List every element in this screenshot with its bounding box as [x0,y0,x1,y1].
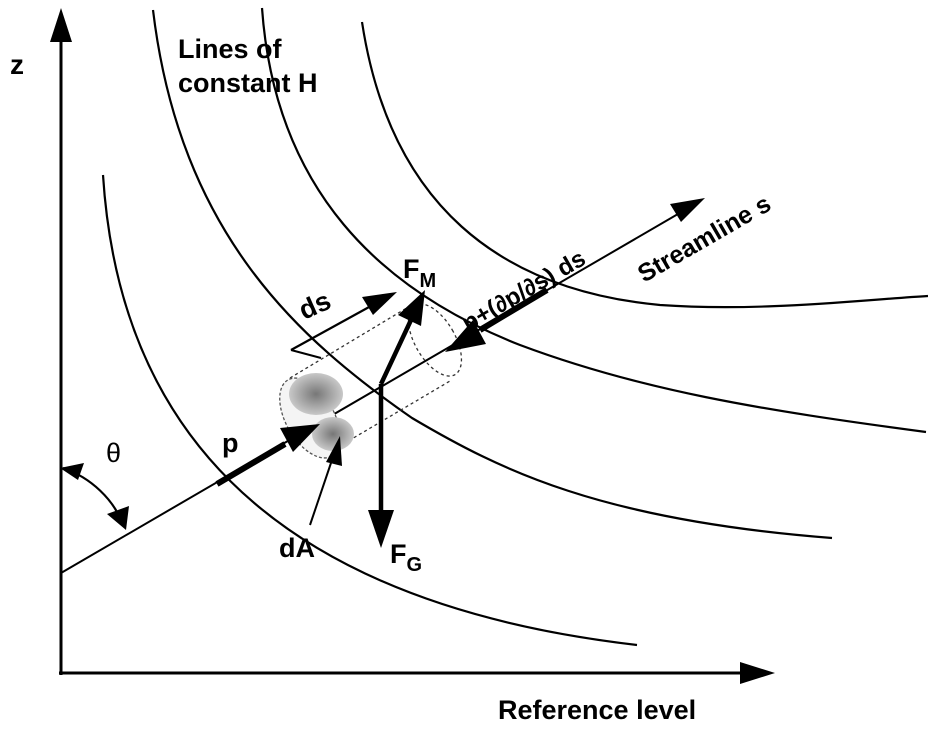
da-pointer-line [309,456,334,526]
da-pointer-arrowhead [326,436,342,466]
fg-arrowhead [368,510,394,548]
streamline-line [60,206,691,574]
ds-dimension: ds [290,285,397,359]
fm-label: FM [403,254,436,292]
pressure-dp-label: p+(∂p/∂s) ds [458,245,591,337]
z-axis-label: z [10,49,24,80]
constant-h-curve-3 [260,7,927,434]
reference-level-arrowhead [740,662,775,684]
pressure-p-arrowhead [280,424,320,452]
fg-label-subscript: G [407,554,423,576]
fg-label-main: F [390,539,407,569]
z-axis-arrowhead [50,8,72,42]
constant-h-label-line1: Lines of [178,34,283,64]
area-shading-lower [312,417,354,451]
pressure-dp-arrowhead [445,320,486,352]
pressure-p-arrow-shaft [215,441,287,487]
pressure-p-label: p [222,428,239,458]
ds-arrowhead [362,292,397,315]
streamline-label: Streamline s [633,190,776,289]
constant-h-curve-4 [360,21,928,309]
streamline-arrowhead [670,198,705,222]
pressure-downstream: p+(∂p/∂s) ds [445,245,590,352]
constant-h-lines [101,7,928,647]
fm-label-subscript: M [420,270,437,292]
constant-h-curve-1 [101,174,638,647]
theta-angle: θ [60,438,129,530]
fm-arrow-shaft [378,319,414,385]
fm-label-main: F [403,254,420,284]
theta-arrowhead-bottom [107,506,129,530]
fm-arrowhead [398,290,425,326]
pressure-upstream: p [215,424,320,487]
ds-tick-left [290,349,322,359]
area-pointer: dA [279,436,342,563]
area-shading-upper [289,373,343,415]
axes: z Reference level [10,8,775,725]
ds-dimension-line [290,300,381,351]
fg-label: FG [390,539,422,576]
reference-level-label: Reference level [498,695,696,725]
da-label: dA [279,533,315,563]
constant-h-label: Lines of constant H [178,34,318,98]
constant-h-curve-2 [151,9,833,540]
force-fg: FG [368,384,422,576]
ds-label: ds [294,285,335,325]
theta-label: θ [106,438,121,468]
force-fm: FM [378,254,436,385]
pressure-dp-arrow-shaft [478,287,549,333]
constant-h-label-line2: constant H [178,68,318,98]
theta-arrowhead-top [60,463,84,480]
